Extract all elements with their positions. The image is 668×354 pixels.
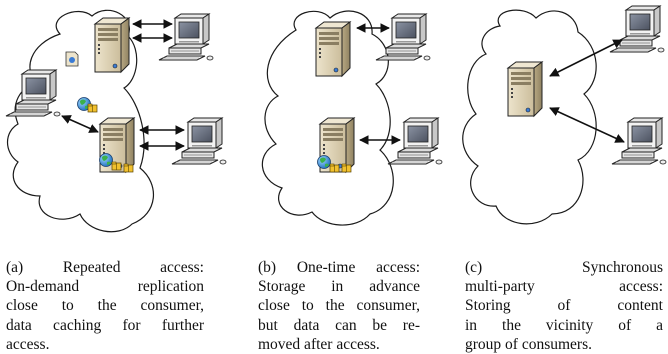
cloud-icon [462, 9, 597, 225]
caption-line: (a) Repeated access: [6, 259, 204, 276]
panel-c [462, 5, 667, 225]
caption-panel-c: (c) Synchronous multi-party access: Stor… [465, 258, 663, 354]
caption-line: but data can be re- [258, 316, 420, 334]
caption-line: (b) One-time access: [258, 259, 420, 276]
globe-icon [317, 155, 331, 169]
desktop-computer-icon [158, 13, 214, 61]
caption-line: multi-party access: [465, 278, 663, 296]
desktop-computer-icon [171, 117, 227, 165]
bidirectional-arrow-icon [549, 39, 623, 77]
caption-line: (c) Synchronous [465, 259, 663, 276]
caption-panel-a: (a) Repeated access: On-demand replicati… [6, 258, 204, 354]
data-package-icon [123, 163, 134, 173]
caption-line: Storage in advance [258, 278, 420, 296]
caption-panel-b: (b) One-time access: Storage in advance … [258, 258, 420, 354]
bidirectional-arrow-icon [61, 115, 99, 133]
panel-a [5, 9, 227, 233]
server-icon [94, 17, 130, 73]
caption-line: group of consumers. [465, 335, 592, 353]
desktop-computer-icon [387, 117, 443, 165]
server-icon [315, 21, 351, 77]
caption-line: access. [6, 335, 50, 353]
panel-b [261, 10, 443, 226]
caption-line: close to the consumer, [258, 297, 420, 315]
cloud-icon [261, 10, 394, 226]
figure-diagram [5, 5, 667, 233]
caption-line: close to the consumer, [6, 297, 204, 315]
desktop-computer-icon [375, 13, 431, 61]
bidirectional-arrow-icon [549, 107, 625, 143]
data-package-icon [65, 51, 79, 67]
caption-line: On-demand replication [6, 278, 204, 296]
caption-line: moved after access. [258, 335, 380, 353]
data-package-icon [341, 163, 352, 173]
desktop-computer-icon [5, 69, 61, 117]
data-package-icon [329, 163, 340, 173]
caption-line: data caching for further [6, 316, 204, 334]
data-package-icon [111, 161, 122, 171]
caption-line: Storing of content [465, 297, 663, 315]
data-package-icon [87, 103, 98, 113]
server-icon [507, 61, 543, 117]
caption-line: in the vicinity of a [465, 316, 663, 334]
globe-icon [99, 153, 113, 167]
desktop-computer-icon [609, 5, 665, 53]
